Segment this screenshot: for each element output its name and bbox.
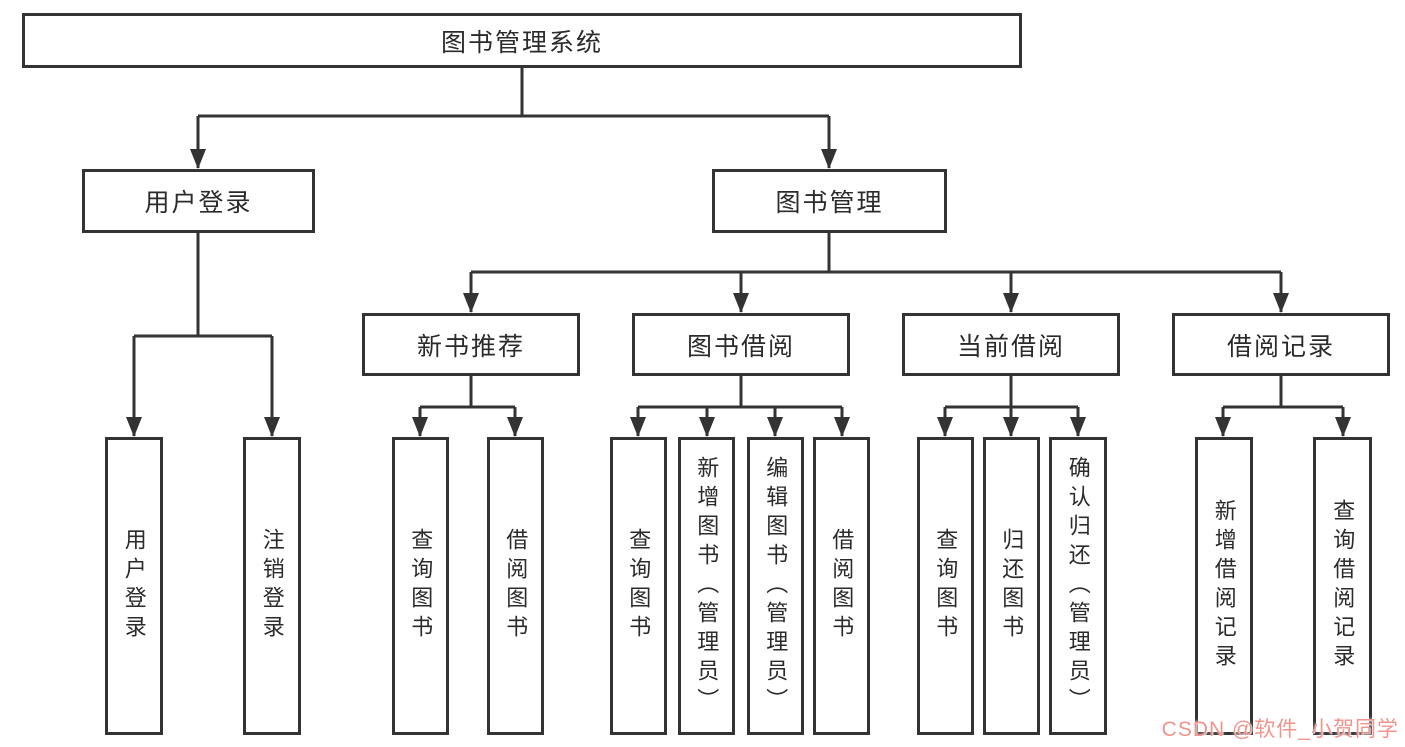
node-book-management: 图书管理 (712, 169, 947, 233)
node-user-login: 用户登录 (82, 169, 315, 233)
leaf-borrow-books-borrowing: 借阅图书 (813, 437, 870, 735)
leaf-user-login: 用户登录 (105, 437, 163, 735)
node-current-borrowing: 当前借阅 (902, 313, 1120, 376)
leaf-add-books-admin: 新增图书（管理员） (678, 437, 735, 735)
leaf-query-books-recommend: 查询图书 (392, 437, 449, 735)
watermark: CSDN @软件_小贺同学 (1161, 718, 1399, 741)
leaf-return-books: 归还图书 (983, 437, 1040, 735)
node-new-book-recommend: 新书推荐 (362, 313, 580, 376)
leaf-query-borrow-record: 查询借阅记录 (1313, 437, 1372, 735)
leaf-edit-books-admin: 编辑图书（管理员） (747, 437, 804, 735)
leaf-borrow-books-recommend: 借阅图书 (487, 437, 544, 735)
node-root: 图书管理系统 (22, 13, 1022, 68)
leaf-confirm-return-admin: 确认归还（管理员） (1049, 437, 1107, 735)
node-borrowing-records: 借阅记录 (1172, 313, 1390, 376)
node-book-borrowing: 图书借阅 (632, 313, 850, 376)
leaf-logout: 注销登录 (243, 437, 301, 735)
leaf-add-borrow-record: 新增借阅记录 (1195, 437, 1253, 735)
leaf-query-books-current: 查询图书 (917, 437, 974, 735)
leaf-query-books-borrowing: 查询图书 (610, 437, 667, 735)
